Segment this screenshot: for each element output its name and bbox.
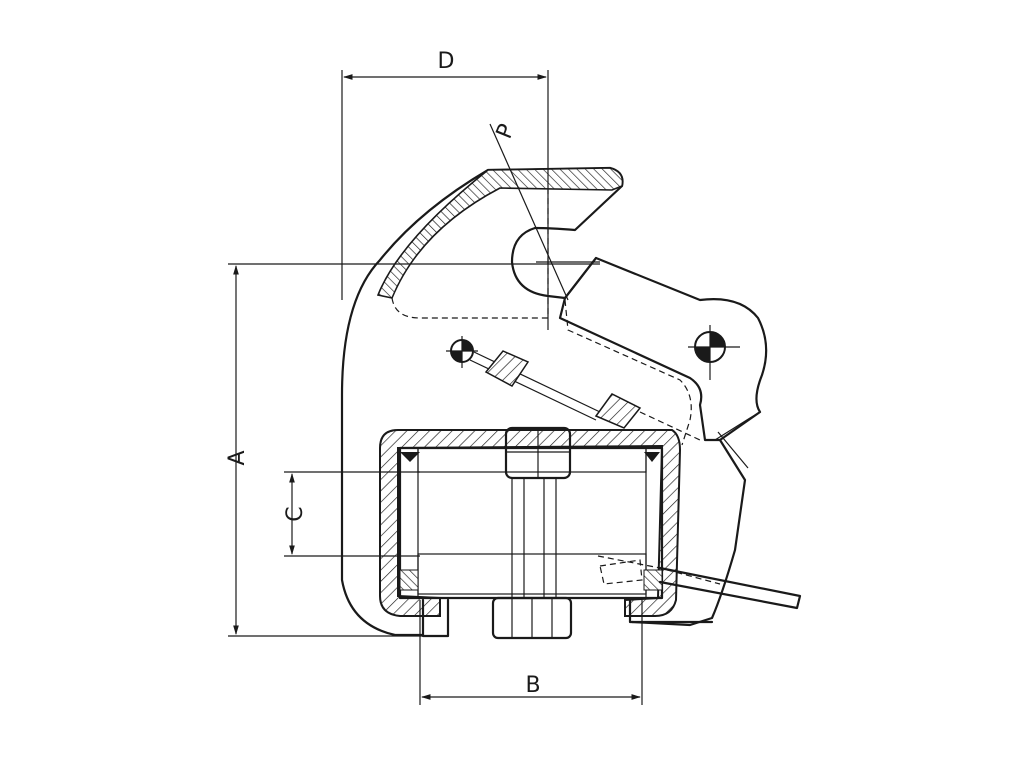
dimension-c: C [283, 471, 420, 557]
center-lines [536, 168, 600, 330]
hook-body [340, 166, 768, 637]
release-rod [597, 555, 802, 610]
dimension-label-c: C [283, 506, 308, 521]
pivot-mark-left [446, 336, 478, 368]
dimension-d: D [341, 49, 549, 300]
dimension-a: A [225, 263, 600, 637]
clamp-housing [379, 429, 714, 638]
dimension-p: P [489, 121, 569, 301]
dimension-label-b: B [525, 673, 540, 698]
dimension-label-d: D [438, 49, 455, 74]
bolt [491, 426, 573, 640]
latch-lever [558, 256, 761, 469]
spring-upper [469, 350, 701, 441]
pivot-mark-right [688, 325, 740, 380]
dimension-label-a: A [225, 450, 250, 465]
dimension-b: B [419, 600, 643, 705]
